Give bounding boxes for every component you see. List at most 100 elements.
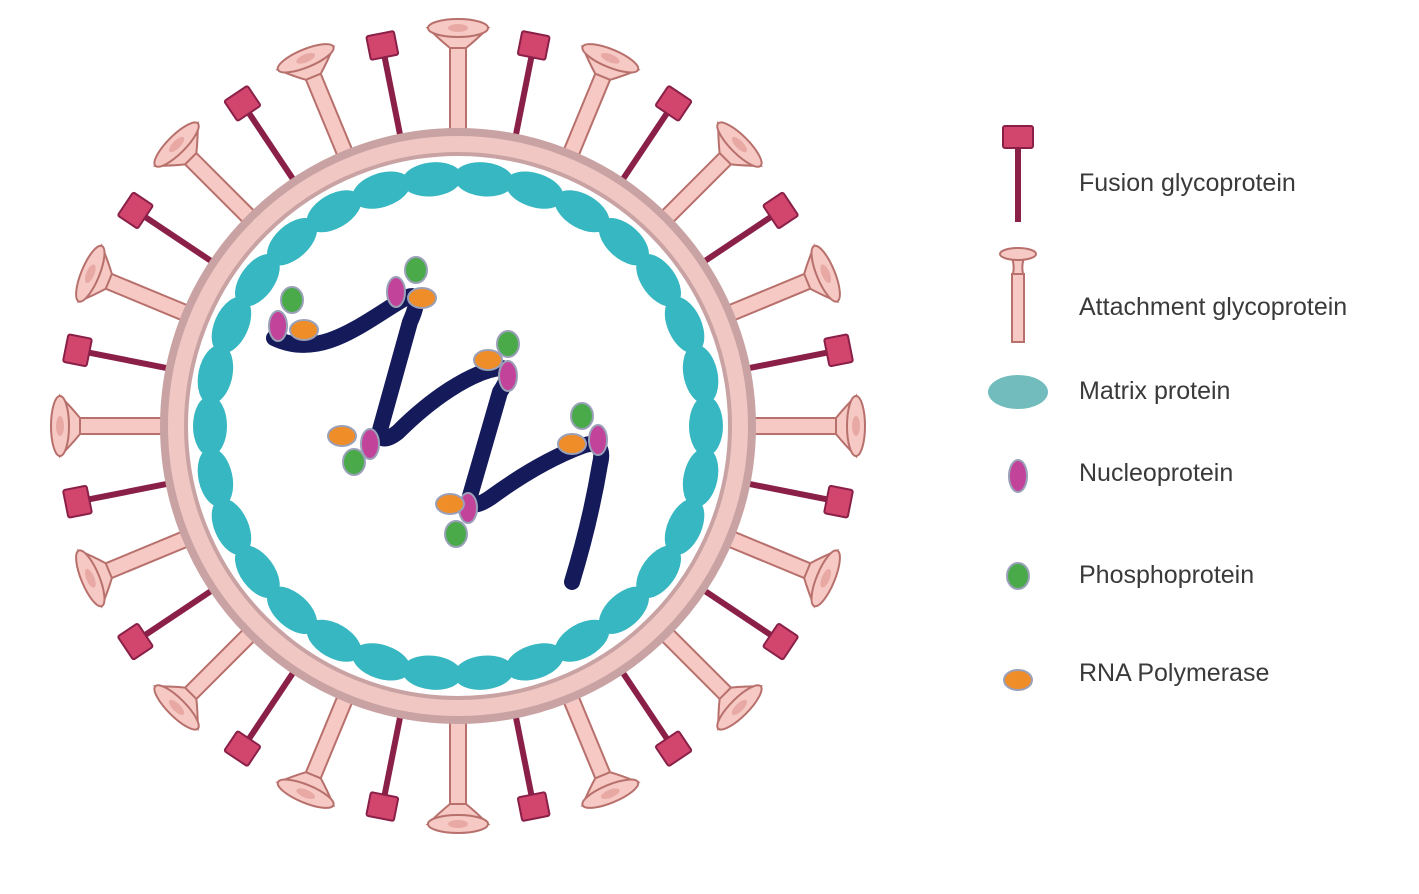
matrix-protein bbox=[554, 619, 610, 662]
matrix-protein bbox=[197, 448, 234, 508]
attachment-glycoprotein bbox=[745, 393, 866, 459]
rnp-cluster bbox=[473, 330, 520, 392]
legend-label-phospho: Phosphoprotein bbox=[1079, 561, 1255, 589]
attachment-glycoprotein bbox=[75, 527, 197, 609]
matrix-protein bbox=[352, 643, 411, 681]
fusion-glycoprotein bbox=[511, 707, 551, 822]
legend-item-nucleo: Nucleoprotein bbox=[975, 428, 1415, 518]
virus-particle-diagram bbox=[50, 18, 866, 834]
phosphoprotein bbox=[404, 256, 428, 284]
attachment-glycoprotein bbox=[152, 622, 262, 732]
attachment-glycoprotein bbox=[559, 43, 641, 165]
phosphoprotein-icon bbox=[1006, 562, 1030, 590]
matrix-protein bbox=[211, 498, 252, 556]
rna-polymerase bbox=[473, 349, 503, 371]
fusion-glycoprotein bbox=[365, 707, 405, 822]
legend-item-fusion: Fusion glycoprotein bbox=[975, 125, 1415, 228]
fusion-glycoprotein bbox=[117, 583, 221, 661]
matrix-protein bbox=[636, 545, 681, 599]
attachment-glycoprotein bbox=[425, 713, 491, 834]
nucleoprotein bbox=[360, 428, 380, 460]
rna-polymerase bbox=[289, 319, 319, 341]
attachment-glycoprotein bbox=[654, 622, 764, 732]
matrix-protein-layer bbox=[193, 162, 723, 690]
fusion-glycoprotein bbox=[615, 85, 693, 189]
attachment-glycoprotein bbox=[50, 393, 171, 459]
matrix-protein bbox=[505, 643, 564, 681]
phosphoprotein bbox=[280, 286, 304, 314]
fusion-glycoprotein bbox=[511, 30, 551, 145]
surface-glycoproteins bbox=[50, 18, 866, 834]
ribonucleoprotein-complexes bbox=[268, 256, 608, 548]
nucleoprotein bbox=[588, 424, 608, 456]
nucleoprotein bbox=[386, 276, 406, 308]
matrix-protein bbox=[454, 655, 514, 690]
phosphoprotein bbox=[342, 448, 366, 476]
legend-item-attachment: Attachment glycoprotein bbox=[975, 247, 1415, 354]
envelope-inner-edge bbox=[184, 152, 732, 700]
fusion-glycoprotein bbox=[615, 663, 693, 767]
rna-polymerase bbox=[557, 433, 587, 455]
matrix-protein bbox=[193, 396, 227, 456]
attachment-glycoprotein bbox=[152, 120, 262, 230]
matrix-protein bbox=[664, 498, 705, 556]
phosphoprotein bbox=[496, 330, 520, 358]
rnp-cluster bbox=[386, 256, 437, 309]
fusion-glycoprotein bbox=[695, 583, 799, 661]
nucleoprotein bbox=[268, 310, 288, 342]
attachment-glycoprotein-icon bbox=[999, 247, 1037, 343]
matrix-protein bbox=[505, 171, 564, 209]
rnp-cluster bbox=[557, 402, 608, 456]
legend-label-fusion: Fusion glycoprotein bbox=[1079, 169, 1296, 197]
fusion-glycoprotein bbox=[223, 663, 301, 767]
attachment-glycoprotein bbox=[719, 243, 841, 325]
nucleoprotein-icon bbox=[1008, 459, 1028, 493]
matrix-protein bbox=[598, 217, 649, 266]
attachment-glycoprotein bbox=[275, 687, 357, 809]
matrix-protein bbox=[235, 253, 280, 307]
matrix-protein bbox=[267, 217, 318, 266]
fusion-glycoprotein bbox=[117, 191, 221, 269]
fusion-glycoprotein bbox=[365, 30, 405, 145]
matrix-protein bbox=[682, 448, 719, 508]
fusion-glycoprotein bbox=[62, 479, 177, 519]
legend-item-matrix: Matrix protein bbox=[975, 344, 1415, 434]
fusion-glycoprotein-icon bbox=[1002, 125, 1034, 222]
fusion-glycoprotein bbox=[223, 85, 301, 189]
matrix-protein bbox=[197, 344, 234, 404]
matrix-protein bbox=[636, 253, 681, 307]
matrix-protein bbox=[306, 190, 362, 233]
attachment-glycoprotein bbox=[425, 18, 491, 139]
legend-label-attachment: Attachment glycoprotein bbox=[1079, 293, 1348, 321]
matrix-protein-icon bbox=[988, 375, 1048, 409]
matrix-protein bbox=[235, 545, 280, 599]
phosphoprotein bbox=[444, 520, 468, 548]
matrix-protein bbox=[682, 344, 719, 404]
attachment-glycoprotein bbox=[559, 687, 641, 809]
rna-polymerase bbox=[435, 493, 465, 515]
fusion-glycoprotein bbox=[739, 333, 854, 373]
fusion-glycoprotein bbox=[739, 479, 854, 519]
nucleoprotein bbox=[498, 360, 518, 392]
matrix-protein bbox=[598, 586, 649, 635]
legend-label-polymerase: RNA Polymerase bbox=[1079, 659, 1270, 687]
rnp-cluster bbox=[268, 286, 319, 342]
matrix-protein bbox=[402, 655, 462, 690]
matrix-protein bbox=[664, 296, 705, 354]
matrix-protein bbox=[554, 190, 610, 233]
legend-label-matrix: Matrix protein bbox=[1079, 377, 1231, 405]
matrix-protein bbox=[211, 296, 252, 354]
rna-polymerase bbox=[327, 425, 357, 447]
attachment-glycoprotein bbox=[275, 43, 357, 165]
legend-item-polymerase: RNA Polymerase bbox=[975, 628, 1415, 718]
fusion-glycoprotein bbox=[695, 191, 799, 269]
rna-polymerase-icon bbox=[1003, 669, 1033, 691]
legend-label-nucleo: Nucleoprotein bbox=[1079, 459, 1234, 487]
matrix-protein bbox=[267, 586, 318, 635]
phosphoprotein bbox=[570, 402, 594, 430]
matrix-protein bbox=[352, 171, 411, 209]
matrix-protein bbox=[402, 162, 462, 197]
fusion-glycoprotein bbox=[62, 333, 177, 373]
attachment-glycoprotein bbox=[654, 120, 764, 230]
